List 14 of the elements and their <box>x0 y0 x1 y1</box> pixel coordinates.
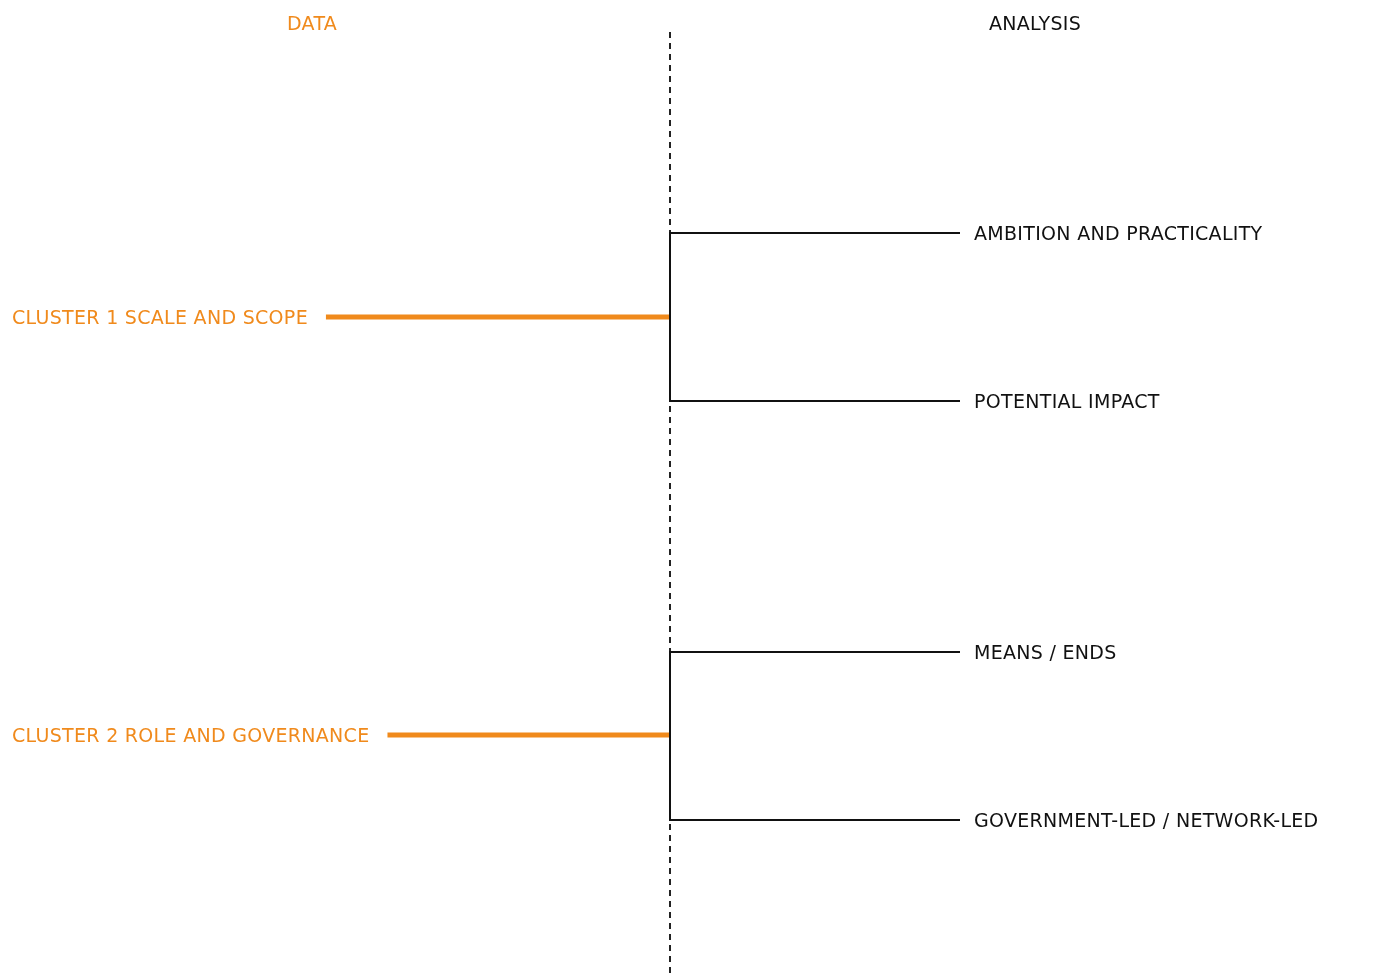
bracket-line <box>669 651 961 736</box>
column-heading: ANALYSIS <box>989 11 1081 35</box>
cluster-label: CLUSTER 1 SCALE AND SCOPE <box>12 305 326 329</box>
analysis-label: POTENTIAL IMPACT <box>960 389 1160 413</box>
bracket-line <box>669 316 961 402</box>
bracket-line <box>669 232 961 318</box>
analysis-label: GOVERNMENT-LED / NETWORK-LED <box>960 808 1319 832</box>
column-heading: DATA <box>287 11 338 35</box>
cluster-label: CLUSTER 2 ROLE AND GOVERNANCE <box>12 723 388 747</box>
connector-line <box>387 732 670 738</box>
analysis-label: AMBITION AND PRACTICALITY <box>960 221 1263 245</box>
bracket-line <box>669 734 961 821</box>
analysis-label: MEANS / ENDS <box>960 640 1117 664</box>
connector-line <box>325 314 670 320</box>
